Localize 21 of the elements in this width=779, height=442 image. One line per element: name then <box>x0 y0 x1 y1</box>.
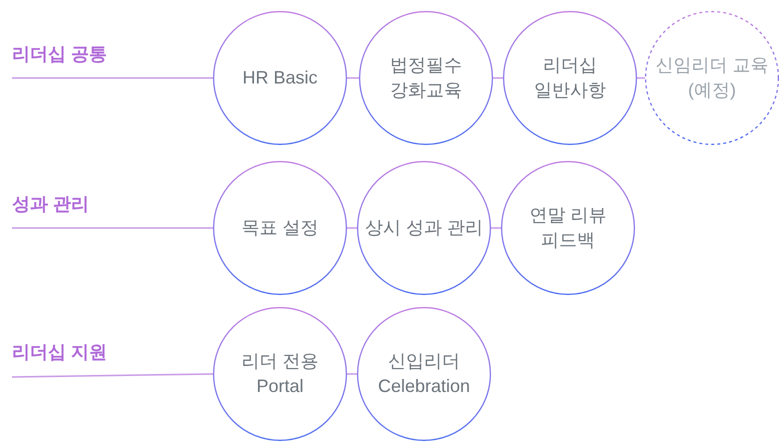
connector-line <box>12 227 213 229</box>
node-text: 리더십 일반사항 <box>533 54 607 102</box>
node-text: 신입리더 Celebration <box>376 350 472 398</box>
node-text: 연말 리뷰 피드백 <box>528 204 608 252</box>
node-text: 상시 성과 관리 <box>364 216 484 240</box>
connector-line <box>347 373 357 375</box>
section-heading: 리더십 공통 <box>12 44 108 64</box>
node-text: 리더 전용 Portal <box>240 350 320 398</box>
section-heading: 리더십 지원 <box>12 342 108 362</box>
connector-line <box>347 77 359 79</box>
connector-line <box>347 227 357 229</box>
node-text: HR Basic <box>241 66 318 90</box>
connector-line <box>491 227 501 229</box>
node-text: 신임리더 교육 (예정) <box>654 54 770 102</box>
connector-line <box>12 77 213 79</box>
connector-line <box>493 77 503 79</box>
node-text: 법정필수 강화교육 <box>389 54 463 102</box>
connector-line <box>12 373 214 378</box>
connector-line <box>637 77 645 79</box>
section-heading: 성과 관리 <box>12 194 90 214</box>
node-text: 목표 설정 <box>240 216 320 240</box>
